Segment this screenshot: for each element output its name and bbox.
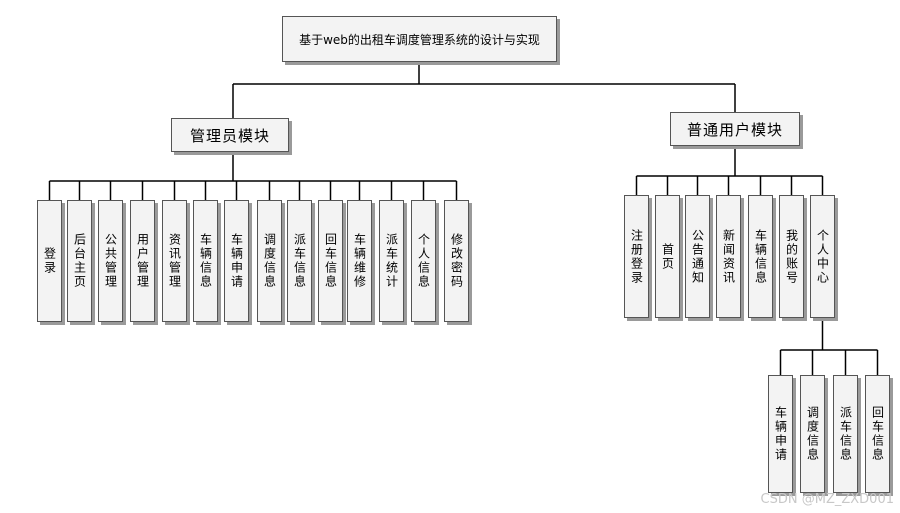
admin-item-change-password: 修改密码 [444, 200, 469, 322]
pc-item-send-info: 派车信息 [833, 375, 858, 493]
admin-module-node: 管理员模块 [171, 118, 289, 152]
admin-item-user-mgmt: 用户管理 [130, 200, 155, 322]
user-module-node: 普通用户模块 [670, 112, 800, 146]
admin-item-return-info: 回车信息 [318, 200, 343, 322]
user-item-vehicle-info: 车辆信息 [748, 195, 773, 318]
admin-item-send-stats: 派车统计 [379, 200, 404, 322]
pc-item-return-info: 回车信息 [865, 375, 890, 493]
pc-item-dispatch-info: 调度信息 [800, 375, 825, 493]
admin-item-public-mgmt: 公共管理 [98, 200, 123, 322]
user-item-register-login: 注册登录 [624, 195, 649, 318]
user-item-my-account: 我的账号 [779, 195, 804, 318]
admin-item-vehicle-info: 车辆信息 [193, 200, 218, 322]
admin-item-dashboard: 后台主页 [67, 200, 92, 322]
admin-item-news-mgmt: 资讯管理 [162, 200, 187, 322]
user-item-news: 新闻资讯 [716, 195, 741, 318]
admin-item-dispatch-info: 调度信息 [257, 200, 282, 322]
user-item-home: 首页 [655, 195, 680, 318]
root-node: 基于web的出租车调度管理系统的设计与实现 [282, 16, 557, 62]
admin-item-send-info: 派车信息 [287, 200, 312, 322]
pc-item-vehicle-apply: 车辆申请 [768, 375, 793, 493]
admin-item-vehicle-repair: 车辆维修 [347, 200, 372, 322]
admin-item-login: 登录 [37, 200, 62, 322]
watermark: CSDN @MZ_ZXD001 [760, 492, 894, 507]
admin-item-vehicle-apply: 车辆申请 [224, 200, 249, 322]
user-item-personal-center: 个人中心 [810, 195, 835, 318]
admin-item-personal-info: 个人信息 [411, 200, 436, 322]
user-item-announcements: 公告通知 [685, 195, 710, 318]
